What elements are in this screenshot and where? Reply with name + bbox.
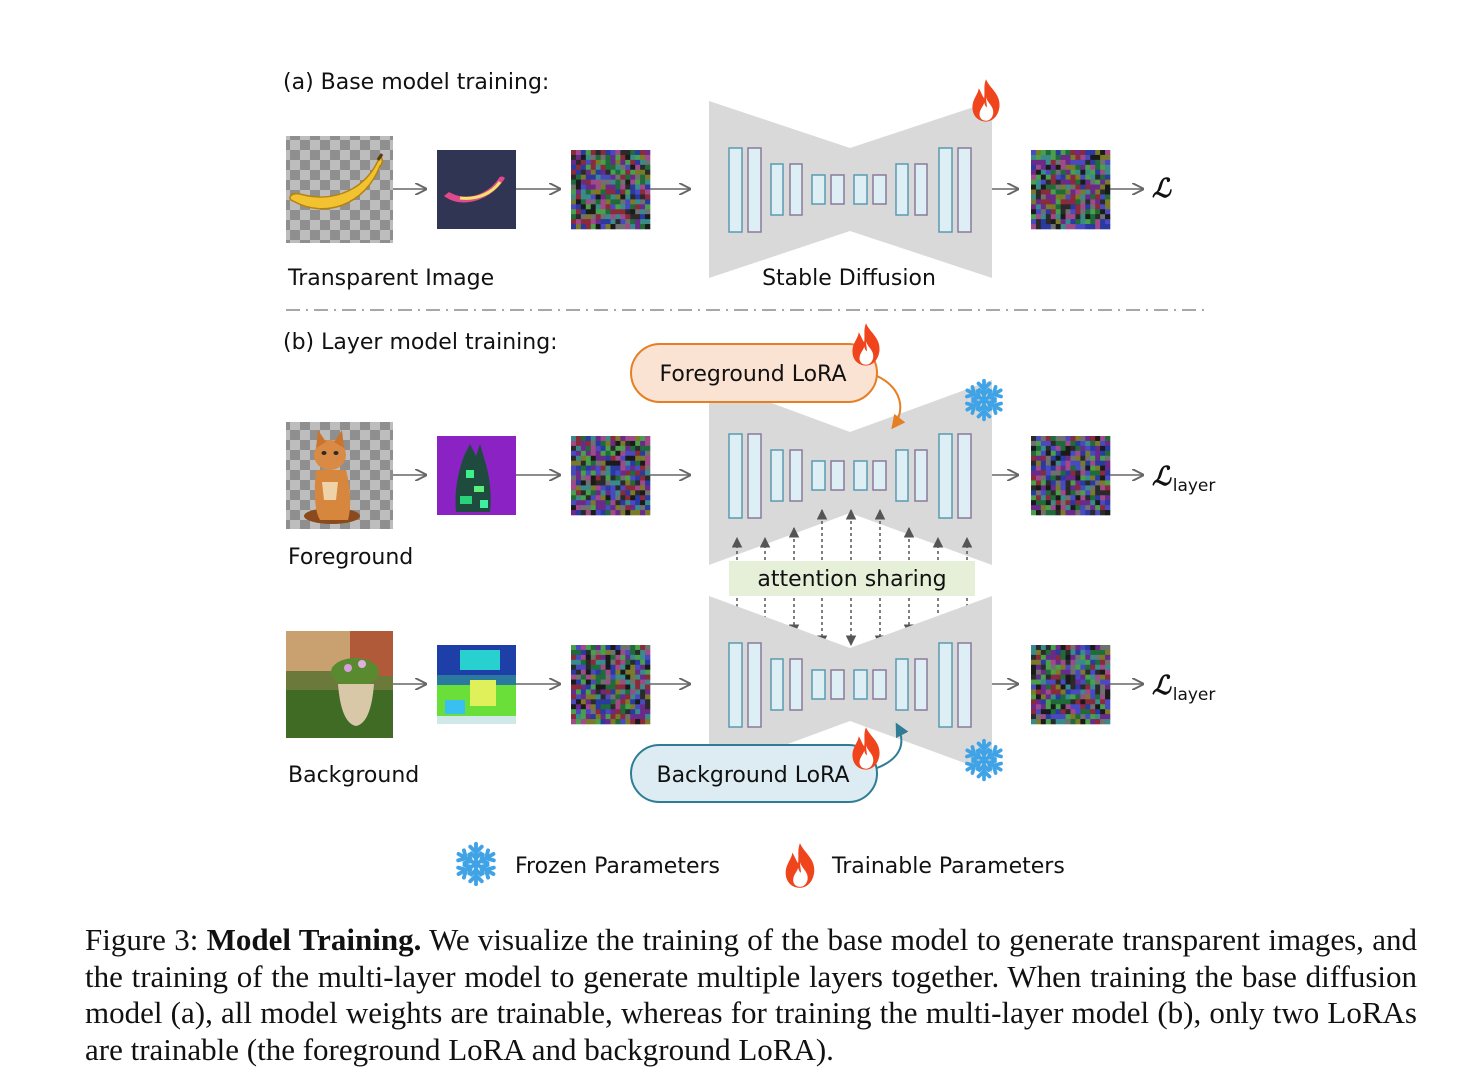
attention-sharing-box (729, 561, 975, 596)
transparent-cat-image (286, 422, 393, 529)
noise-texture (571, 645, 651, 725)
background-garden-image (286, 631, 393, 738)
background-label: Background (288, 763, 419, 788)
background-unet (709, 596, 992, 773)
section-a-title: (a) Base model training: (283, 70, 549, 95)
transparent-image-label: Transparent Image (287, 266, 494, 291)
loss-symbol: ℒ (1152, 174, 1172, 204)
section-b-title: (b) Layer model training: (283, 330, 558, 355)
noise-texture (571, 436, 651, 516)
flame-icon (852, 727, 880, 770)
noise-texture (1031, 150, 1111, 230)
cat-latent-image (437, 436, 516, 515)
foreground-lora-box (630, 343, 878, 403)
foreground-lora-label: Foreground LoRA (659, 362, 846, 387)
caption-title: Model Training. (206, 922, 422, 957)
noise-texture (1031, 645, 1111, 725)
background-lora-box (630, 744, 878, 803)
foreground-unet (709, 380, 992, 565)
banana-latent-image (437, 150, 516, 229)
transparent-banana-image (286, 136, 393, 243)
noise-texture (1031, 436, 1111, 516)
figure-caption: Figure 3: Model Training. We visualize t… (85, 922, 1417, 1068)
snowflake-icon (456, 844, 497, 884)
noise-texture (571, 150, 651, 230)
flame-icon (972, 79, 1000, 122)
legend-trainable-label: Trainable Parameters (831, 854, 1065, 879)
flame-icon (852, 323, 880, 366)
model-training-diagram: (a) Base model training: ℒ Transparent I… (283, 70, 1215, 888)
foreground-label: Foreground (288, 545, 413, 570)
background-lora-arrow (876, 722, 909, 769)
caption-prefix: Figure 3: (85, 922, 207, 957)
legend-frozen-label: Frozen Parameters (515, 854, 720, 879)
caption-text: We visualize the training of the base mo… (85, 922, 1417, 1067)
stable-diffusion-unet (709, 101, 992, 278)
background-latent-image (437, 645, 516, 724)
flame-icon (785, 843, 815, 888)
background-lora-label: Background LoRA (656, 763, 849, 788)
attention-sharing-label: attention sharing (757, 567, 946, 592)
foreground-lora-arrow (876, 375, 906, 430)
stable-diffusion-label: Stable Diffusion (762, 266, 936, 291)
